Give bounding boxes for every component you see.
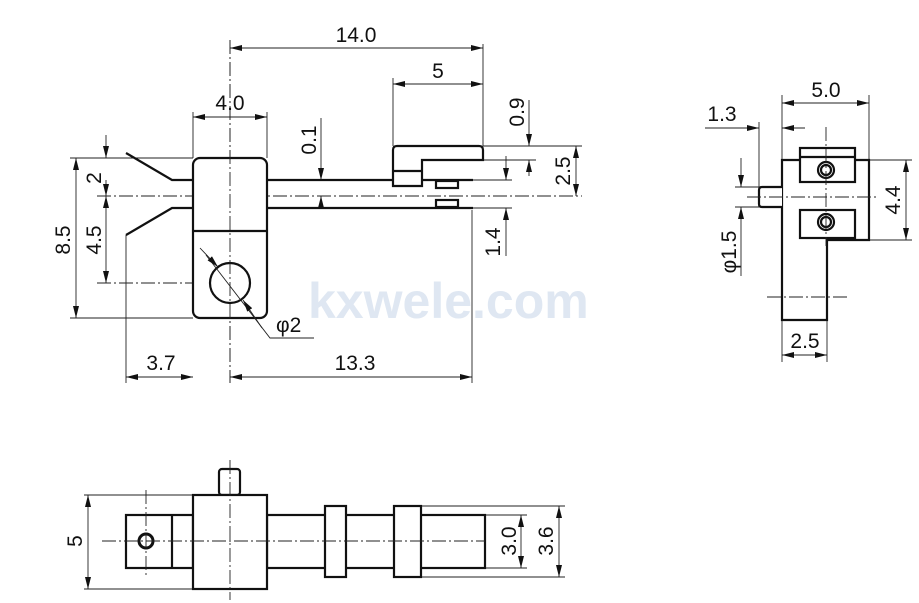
bottom-tab bbox=[124, 513, 195, 570]
dim-pin-diameter: φ1.5 bbox=[718, 231, 741, 274]
dim-ring-diameter: 3.6 bbox=[535, 526, 558, 555]
lower-block bbox=[798, 208, 857, 240]
dim-gap: 0.1 bbox=[298, 125, 321, 154]
bottom-shaft bbox=[265, 513, 487, 570]
dim-shaft-diameter: 3.0 bbox=[498, 526, 521, 555]
bottom-view: 5 3.0 3.6 bbox=[64, 460, 565, 600]
dim-lower-offset: 4.5 bbox=[83, 225, 106, 254]
dim-lead-offset: 3.7 bbox=[146, 352, 175, 375]
actuator bbox=[391, 144, 485, 188]
dim-actuator-height: 2.5 bbox=[552, 156, 575, 185]
upper-lead bbox=[125, 152, 193, 182]
dim-leaf-length: 13.3 bbox=[335, 352, 376, 375]
ring-2 bbox=[392, 504, 423, 579]
lower-lead bbox=[125, 206, 193, 236]
lower-contact bbox=[434, 198, 460, 209]
upper-contact bbox=[434, 179, 460, 190]
side-body bbox=[780, 158, 871, 322]
dim-actuator-length: 5 bbox=[432, 60, 444, 83]
dim-body-height: 5 bbox=[64, 535, 87, 547]
dim-total-height: 8.5 bbox=[52, 225, 75, 254]
bottom-pin bbox=[217, 467, 242, 497]
dim-actuator-step: 0.9 bbox=[506, 97, 529, 126]
front-view: 14.0 5 4.0 0.1 0.9 2.5 1.4 2 4.5 8.5 φ2 … bbox=[52, 24, 582, 383]
dim-overall-length: 14.0 bbox=[336, 24, 377, 47]
dim-body-width: 4.0 bbox=[215, 92, 244, 115]
side-view: 5.0 1.3 φ1.5 4.4 2.5 bbox=[705, 79, 912, 362]
dim-hole-diameter: φ2 bbox=[276, 314, 301, 337]
dim-pin-length: 1.3 bbox=[707, 103, 736, 126]
dim-leg-width: 2.5 bbox=[790, 330, 819, 353]
dim-contact-gap: 1.4 bbox=[482, 227, 505, 257]
watermark: kxwele.com bbox=[308, 273, 589, 329]
dim-upper-offset: 2 bbox=[83, 172, 106, 184]
dim-side-height: 4.4 bbox=[882, 185, 905, 215]
dim-side-width: 5.0 bbox=[811, 79, 840, 102]
ring-1 bbox=[323, 504, 348, 579]
